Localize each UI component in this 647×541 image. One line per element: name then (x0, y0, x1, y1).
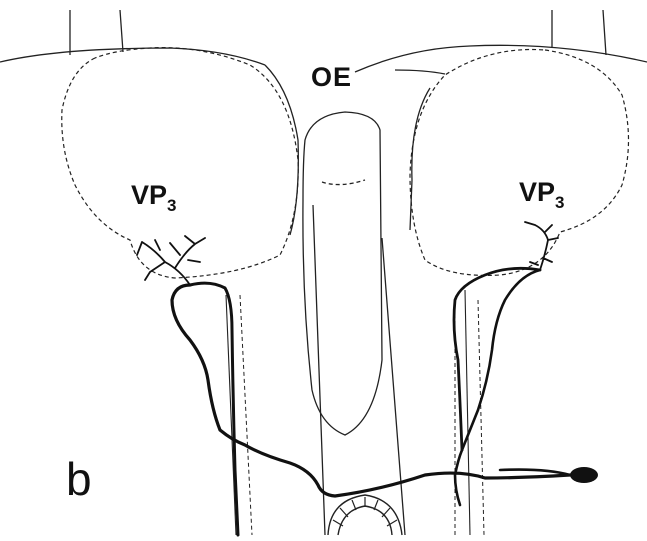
right-lobe-outline (410, 50, 629, 276)
label-vp3-right: VP3 (519, 177, 565, 208)
central-canal (328, 495, 402, 535)
label-vp3-left-main: VP (131, 180, 167, 210)
label-vp3-right-sub: 3 (555, 193, 564, 212)
right-lobe-solid (395, 70, 445, 230)
left-lobe-outline (62, 48, 298, 278)
cell-body (570, 467, 598, 483)
label-vp3-right-main: VP (519, 177, 555, 207)
left-lobe-solid (265, 65, 298, 235)
label-vp3-left: VP3 (131, 180, 177, 211)
panel-label: b (66, 452, 92, 506)
label-vp3-left-sub: 3 (167, 196, 176, 215)
vertical-tracts (226, 290, 484, 535)
oe-structure (303, 112, 405, 535)
label-oe: OE (311, 62, 352, 93)
neuron-path (137, 222, 570, 535)
